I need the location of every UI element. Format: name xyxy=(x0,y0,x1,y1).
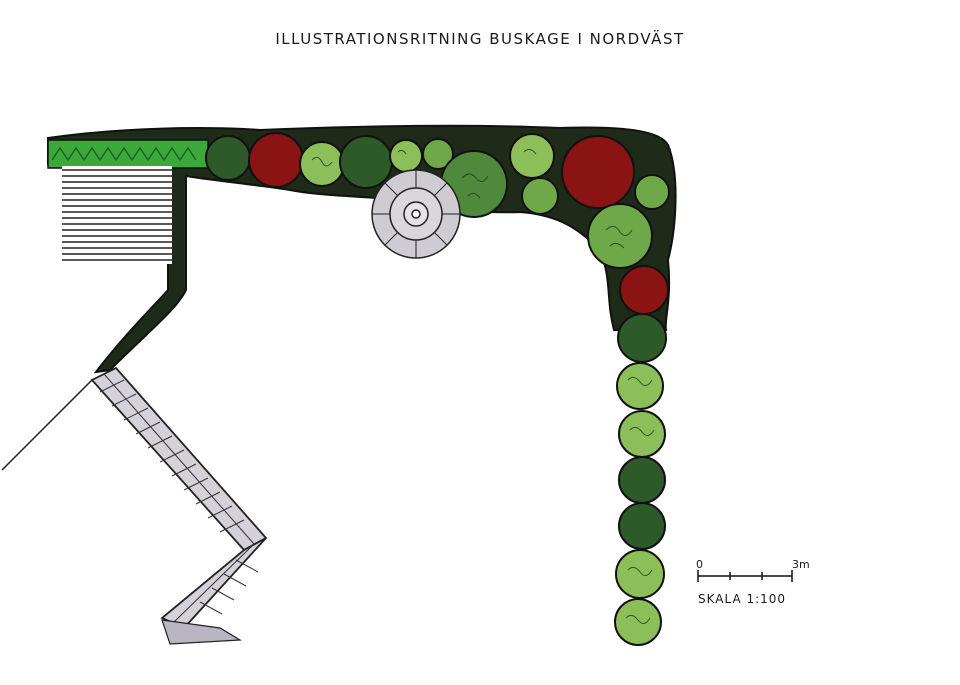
scale-end-label: 3m xyxy=(792,558,810,571)
drawing-title: ILLUSTRATIONSRITNING BUSKAGE I NORDVÄST xyxy=(275,30,685,48)
shrub xyxy=(619,265,669,315)
hedge-mass xyxy=(47,124,677,374)
shrub xyxy=(634,174,670,210)
circular-paving xyxy=(371,169,461,259)
shrub xyxy=(616,362,664,410)
shrub xyxy=(615,549,665,599)
shrub xyxy=(561,135,635,209)
shrub xyxy=(509,133,555,179)
scale-zero-label: 0 xyxy=(696,558,703,571)
hedge-strip xyxy=(47,139,209,169)
shrub xyxy=(339,135,393,189)
shrub xyxy=(205,135,251,181)
shrub xyxy=(618,410,666,458)
shrub-texture xyxy=(311,148,633,249)
boundary-line xyxy=(1,379,93,471)
shrub xyxy=(618,502,666,550)
shrub xyxy=(248,132,304,188)
deck xyxy=(62,166,172,264)
shrub xyxy=(422,138,454,170)
column-texture xyxy=(625,376,655,624)
scale-text: SKALA 1:100 xyxy=(698,592,787,606)
shrub xyxy=(614,598,662,646)
shrub xyxy=(389,139,423,173)
shrub xyxy=(521,177,559,215)
stone-path xyxy=(90,366,268,645)
shrub-column-right xyxy=(614,265,669,646)
shrub xyxy=(617,313,667,363)
scale-bar xyxy=(697,570,793,582)
shrub-row-top xyxy=(205,132,670,269)
shrub xyxy=(299,141,345,187)
shrub xyxy=(587,203,653,269)
shrub xyxy=(618,456,666,504)
